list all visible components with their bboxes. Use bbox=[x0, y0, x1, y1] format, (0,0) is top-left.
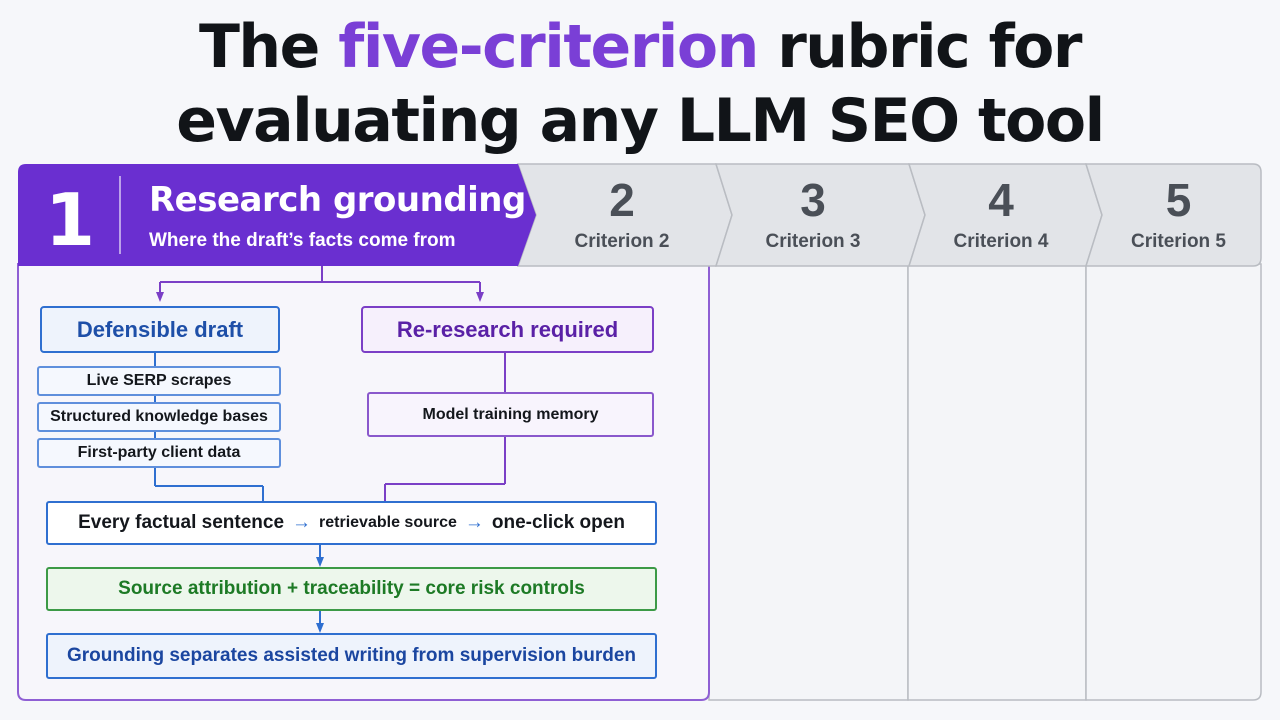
arrow-right-icon: → bbox=[464, 512, 484, 533]
tab-5-shape[interactable] bbox=[1084, 163, 1262, 267]
title-accent: five-criterion bbox=[338, 12, 759, 82]
tab-3-number: 3 bbox=[800, 174, 826, 226]
tab-4[interactable]: 4 Criterion 4 bbox=[910, 164, 1092, 266]
source-item-training-memory: Model training memory bbox=[367, 392, 654, 437]
flow-part-1: Every factual sentence bbox=[78, 512, 285, 533]
tab-5-label: Criterion 5 bbox=[1130, 231, 1227, 252]
tab-2-label: Criterion 2 bbox=[574, 231, 670, 252]
tab-4-label: Criterion 4 bbox=[953, 231, 1049, 252]
traceability-flow: Every factual sentence → retrievable sou… bbox=[46, 501, 657, 545]
tab-1-number: 1 bbox=[44, 178, 96, 262]
tab-1-title: Research grounding bbox=[149, 180, 526, 220]
conclusion-box: Grounding separates assisted writing fro… bbox=[46, 633, 657, 679]
arrow-right-icon: → bbox=[292, 512, 312, 533]
tab-5-number: 5 bbox=[1165, 174, 1192, 226]
tab-2-number: 2 bbox=[609, 174, 635, 226]
column-panel-2 bbox=[708, 263, 909, 701]
title-line1-post: rubric for bbox=[757, 12, 1082, 82]
tab-1-shape[interactable] bbox=[18, 164, 536, 266]
flow-part-2: retrievable source bbox=[319, 514, 457, 531]
source-item-knowledge-bases: Structured knowledge bases bbox=[37, 402, 281, 432]
defensible-draft-heading: Defensible draft bbox=[40, 306, 280, 353]
risk-controls-box: Source attribution + traceability = core… bbox=[46, 567, 657, 611]
source-item-live-serp: Live SERP scrapes bbox=[37, 366, 281, 396]
page-title: The five-criterion rubric for evaluating… bbox=[0, 10, 1280, 158]
flow-part-3: one-click open bbox=[491, 512, 625, 533]
tab-1-subtitle: Where the draft’s facts come from bbox=[149, 230, 456, 251]
tab-2[interactable]: 2 Criterion 2 bbox=[528, 164, 716, 266]
tab-5[interactable]: 5 Criterion 5 bbox=[1096, 164, 1261, 266]
tab-4-number: 4 bbox=[988, 174, 1014, 226]
title-line2: evaluating any LLM SEO tool bbox=[176, 86, 1105, 156]
column-panel-4 bbox=[907, 263, 1087, 701]
tab-3[interactable]: 3 Criterion 3 bbox=[718, 164, 908, 266]
re-research-heading: Re-research required bbox=[361, 306, 654, 353]
source-item-client-data: First-party client data bbox=[37, 438, 281, 468]
column-panel-5 bbox=[1085, 263, 1262, 701]
title-line1-pre: The bbox=[199, 12, 339, 82]
tab-3-label: Criterion 3 bbox=[765, 231, 861, 252]
